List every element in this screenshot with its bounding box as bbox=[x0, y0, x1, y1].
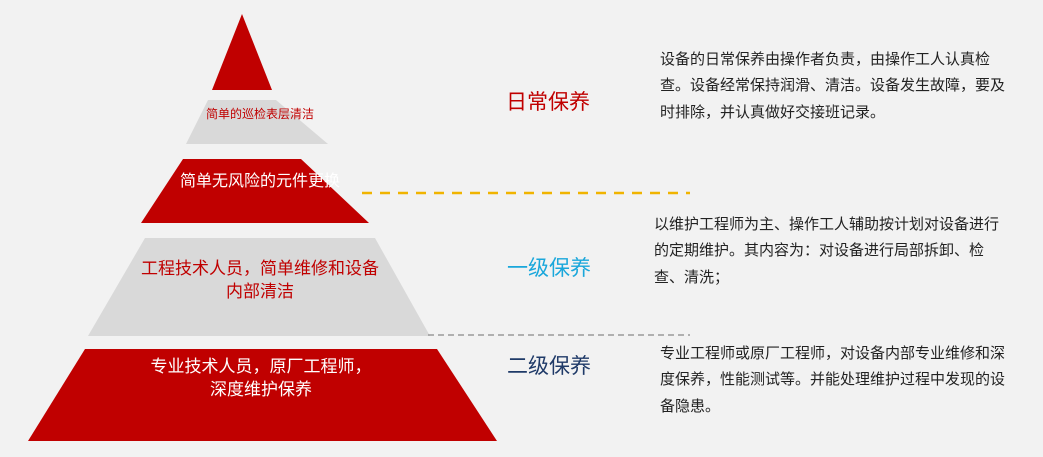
pyramid-tier-1 bbox=[186, 100, 328, 144]
tier-2-text: 简单无风险的元件更换 bbox=[179, 171, 340, 190]
tier-1-text: 简单的巡检表层清洁 bbox=[205, 107, 314, 121]
pyramid-tier-2 bbox=[141, 159, 369, 223]
level-description-first: 以维护工程师为主、操作工人辅助按计划对设备进行的定期维护。其内容为：对设备进行局… bbox=[654, 215, 1000, 286]
tier-3-text: 工程技术人员，简单维修和设备内部清洁 bbox=[141, 259, 379, 302]
level-description-second: 专业工程师或原厂工程师，对设备内部专业维修和深度保养，性能测试等。并能处理维护过… bbox=[660, 344, 1006, 415]
pyramid-tier-4 bbox=[28, 349, 497, 441]
level-label-daily: 日常保养 bbox=[506, 90, 590, 114]
tier-4-text: 专业技术人员，原厂工程师，深度维护保养 bbox=[150, 357, 372, 400]
level-description-daily: 设备的日常保养由操作者负责，由操作工人认真检查。设备经常保持润滑、清洁。设备发生… bbox=[660, 50, 1006, 121]
level-label-first: 一级保养 bbox=[507, 256, 591, 280]
pyramid-tier-3 bbox=[88, 238, 430, 336]
level-label-second: 二级保养 bbox=[507, 354, 591, 378]
pyramid-apex bbox=[212, 14, 272, 90]
